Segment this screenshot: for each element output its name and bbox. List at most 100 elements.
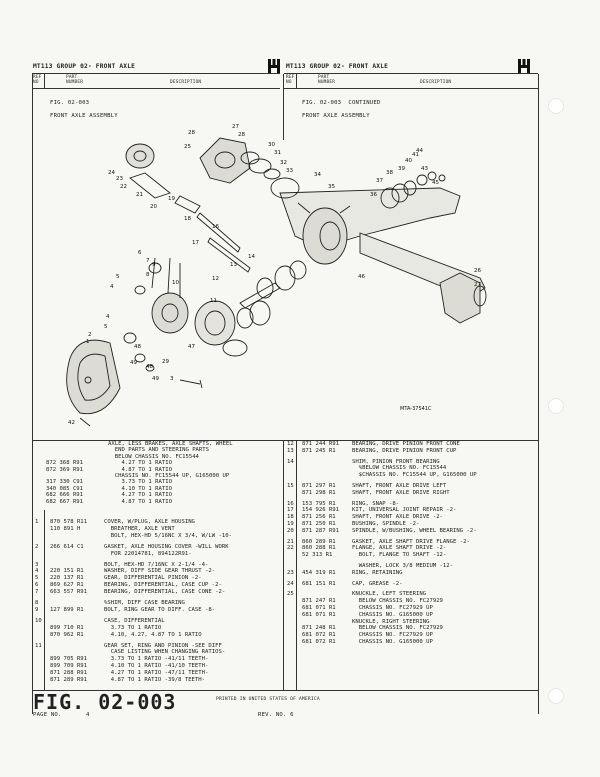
col-ref-right: REF NO [286,75,295,85]
part-number: 871 297 R1 [302,483,336,489]
part-ref: 9 [35,606,39,613]
svg-text:10: 10 [172,280,179,286]
part-ref: 21 [287,538,294,545]
part-ref: 6 [35,582,39,589]
ih-logo-right [516,58,532,78]
svg-text:28: 28 [188,130,195,136]
part-number: 110 891 H [50,525,81,532]
svg-text:1: 1 [86,339,90,345]
svg-text:2: 2 [88,332,92,338]
part-description: END PARTS AND STEERING PARTS [108,447,210,454]
svg-text:33: 33 [286,168,293,174]
svg-text:45: 45 [432,180,439,186]
part-description: CHASSIS NO. FC27929 UP [352,632,433,639]
part-number: 899 710 R1 [50,624,84,631]
col-desc-right: DESCRIPTION [420,80,452,85]
part-description: BELOW CHASSIS NO. FC27929 [352,598,443,605]
svg-text:8: 8 [146,272,150,278]
part-number: 860 289 R1 [302,538,336,545]
svg-text:48: 48 [134,344,141,350]
part-ref: 2 [35,543,39,550]
part-number: 871 298 R1 [302,489,336,496]
svg-text:24: 24 [108,170,115,176]
svg-text:38: 38 [386,170,393,176]
part-description: FLANGE, AXLE SHAFT DRIVE -2- [352,545,447,552]
part-number: 871 248 R1 [302,625,336,632]
part-number: 871 289 R91 [50,677,88,683]
svg-text:4: 4 [106,314,110,320]
part-description: 4.27 TO 1 RATIO -47/11 TEETH- [104,670,209,677]
svg-text:13: 13 [230,262,237,268]
part-number: 871 245 R1 [302,447,336,454]
part-description: CHASSIS NO. G165000 UP [352,639,433,645]
part-ref: 18 [287,514,294,521]
svg-text:40: 40 [405,158,412,164]
svg-text:11: 11 [210,298,217,304]
part-number: 220 151 R1 [50,568,84,575]
part-ref: 24 [287,580,294,587]
part-ref: 14 [287,458,294,465]
part-description: SHAFT, FRONT AXLE DRIVE -2- [352,514,443,521]
part-description: BEARING, DIFFERENTIAL, CASE CONE -2- [104,589,226,596]
svg-text:27: 27 [232,124,239,130]
svg-text:32: 32 [280,160,287,166]
part-ref: 13 [287,447,294,454]
part-number: 154 926 R91 [302,507,340,514]
header-title-left: MT113 GROUP 02- FRONT AXLE [33,63,136,70]
part-description: RING, SNAP -8- [352,500,400,507]
part-number: 127 899 R1 [50,606,84,613]
part-number: 871 288 R91 [50,670,88,677]
part-description: GASKET, AXLE SHAFT DRIVE FLANGE -2- [352,538,470,545]
part-description: SPINDLE, W/BUSHING, WHEEL BEARING -2- [352,527,477,534]
part-description: COVER, W/PLUG, AXLE HOUSING [104,519,195,525]
part-number: 682 666 R91 [46,492,84,499]
part-number: 860 288 R1 [302,545,336,552]
footer-rule [32,690,538,692]
part-description: BOLT, FLANGE TO SHAFT -12- [352,552,447,559]
svg-text:48: 48 [146,364,153,370]
part-description: CASE, DIFFERENTIAL [104,617,165,624]
part-description: GASKET, AXLE HOUSING COVER -WILL WORK [104,543,229,550]
svg-text:41: 41 [412,152,419,158]
col-ref-left: REF NO [33,75,42,85]
svg-text:37: 37 [376,178,383,184]
footer-fig-number: FIG. 02-003 [33,690,177,714]
table-ref-divider-right [296,440,297,690]
page-left-border [32,74,33,714]
part-description: WASHER, LOCK 3/8 MEDIUM -12- [352,563,454,569]
part-number: 681 072 R1 [302,639,336,645]
svg-text:28: 28 [238,132,245,138]
part-ref: 12 [287,441,294,447]
part-description: 3.73 TO 1 RATIO -41/11 TEETH- [104,656,209,663]
part-ref: 8 [35,600,39,606]
svg-text:14: 14 [248,254,255,260]
diagram-code: MTA-37541C [400,406,432,412]
part-description: %BELOW CHASSIS NO. FC15544 [352,465,447,472]
part-ref: 15 [287,483,294,489]
part-number: 872 369 R91 [46,466,84,473]
part-number: 153 795 R1 [302,500,336,507]
col-desc-left: DESCRIPTION [170,80,202,85]
part-description: BOLT, HEX-HD 5/16NC X 3/4, W/LW -10- [104,532,232,539]
part-ref: 10 [35,617,42,624]
part-ref: 17 [287,507,294,514]
header-rule-left-2 [32,88,280,89]
part-description: KIT, UNIVERSAL JOINT REPAIR -2- [352,507,457,514]
part-number: 871 244 R91 [302,441,340,447]
part-description: $CHASSIS NO. FC15544 UP, G165000 UP [352,472,477,479]
part-description: 4.87 TO 1 RATIO [108,498,172,505]
part-description: WASHER, DIFF SIDE GEAR THRUST -2- [104,568,216,575]
part-description: 4.10 TO 1 RATIO -41/10 TEETH- [104,663,209,670]
caption-right: FRONT AXLE ASSEMBLY [302,113,370,119]
part-number: 870 962 R1 [50,631,84,638]
svg-text:25: 25 [184,144,191,150]
svg-text:7: 7 [146,258,150,264]
part-description: BREATHER, AXLE VENT [104,525,175,532]
svg-text:26: 26 [474,268,481,274]
part-description: AXLE, LESS BRAKES, AXLE SHAFTS, WHEEL [108,441,233,447]
part-description: 4.10 TO 1 RATIO [108,485,172,492]
header-rule-right-2 [284,88,538,89]
part-ref: 11 [35,642,42,649]
part-description: SHIM, PINION FRONT BEARING [352,458,440,465]
ih-logo-left [266,58,282,78]
